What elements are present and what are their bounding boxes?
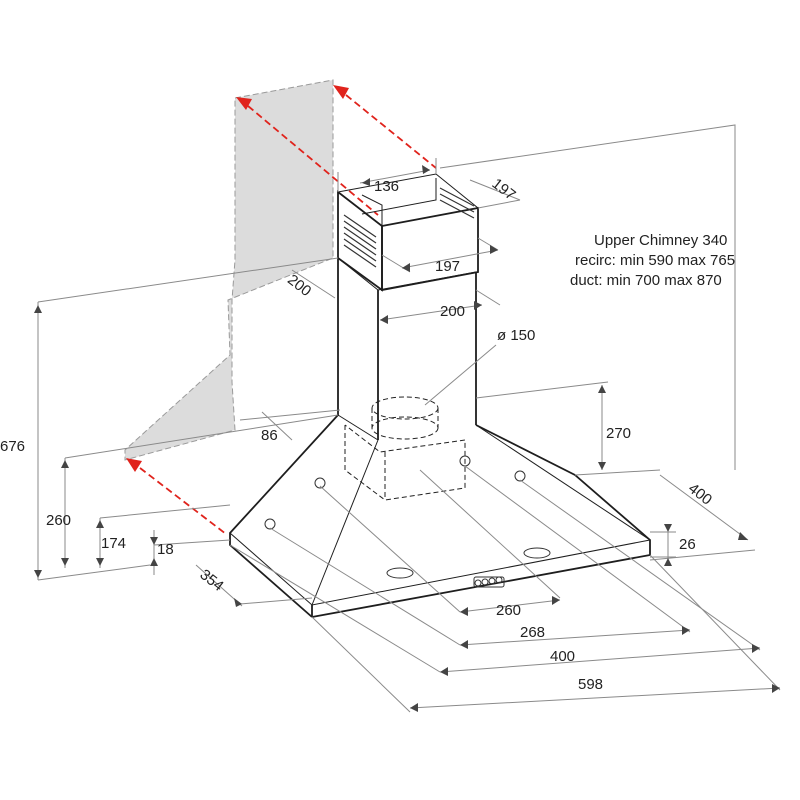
dim-197-side-label: 197 (435, 258, 460, 275)
dim-354-label: 354 (197, 566, 227, 595)
dim-260-spacing-label: 260 (496, 602, 521, 619)
dim-197-top-label: 197 (489, 175, 519, 204)
note-line-1: Upper Chimney 340 (594, 232, 727, 249)
dimension-arrowheads (34, 165, 780, 712)
note-line-3: duct: min 700 max 870 (570, 272, 722, 289)
dim-400-right-label: 400 (685, 480, 715, 509)
wall-silhouette (124, 79, 334, 461)
dim-598-label: 598 (578, 676, 603, 693)
upper-chimney (336, 173, 480, 292)
canopy (229, 396, 651, 618)
dim-400-width-label: 400 (550, 648, 575, 665)
dim-676-label: 676 (0, 438, 25, 455)
dim-86-label: 86 (261, 427, 278, 444)
lower-chimney (337, 257, 477, 440)
duct-diameter-label: ø 150 (497, 327, 535, 344)
note-line-2: recirc: min 590 max 765 (575, 252, 735, 269)
alignment-arrows (126, 85, 437, 535)
dim-136-label: 136 (374, 178, 399, 195)
dim-26-label: 26 (679, 536, 696, 553)
dim-268-label: 268 (520, 624, 545, 641)
dim-174-label: 174 (101, 535, 126, 552)
dim-270-label: 270 (606, 425, 631, 442)
dimension-lines (37, 124, 781, 713)
chimney-note: Upper Chimney 340 recirc: min 590 max 76… (570, 232, 735, 289)
dim-18-label: 18 (157, 541, 174, 558)
dim-200-front-label: 200 (440, 303, 465, 320)
dim-260-height-label: 260 (46, 512, 71, 529)
